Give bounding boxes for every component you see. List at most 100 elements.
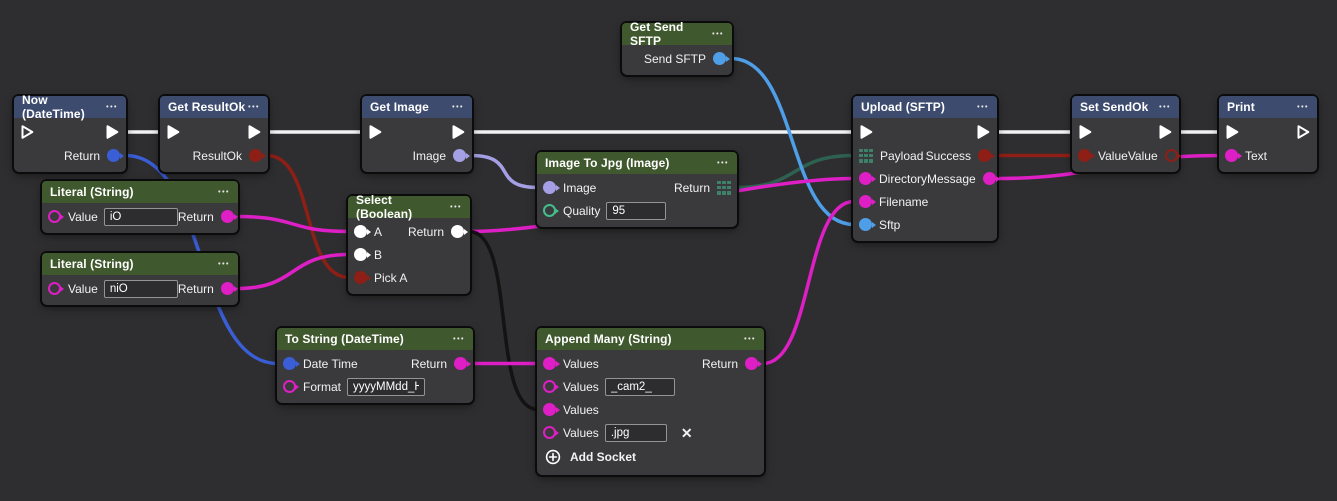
- node-getResultOk[interactable]: Get ResultOk••• ResultOk: [160, 96, 268, 172]
- node-header[interactable]: Literal (String)•••: [42, 181, 238, 203]
- values-input-pin[interactable]: [543, 426, 559, 439]
- node-menu-button[interactable]: •••: [248, 103, 260, 111]
- return-output-pin[interactable]: [717, 180, 731, 195]
- values-field[interactable]: [604, 377, 675, 396]
- format-field[interactable]: [347, 377, 426, 396]
- flow-in-pin[interactable]: [1225, 124, 1240, 140]
- node-literal2[interactable]: Literal (String)•••ValueReturn: [42, 253, 238, 305]
- filename-input-pin[interactable]: [859, 195, 876, 208]
- node-menu-button[interactable]: •••: [977, 103, 989, 111]
- values-input-pin[interactable]: [543, 380, 559, 393]
- node-menu-button[interactable]: •••: [106, 103, 118, 111]
- flow-out-pin[interactable]: [451, 124, 466, 140]
- node-header[interactable]: Append Many (String)•••: [537, 328, 764, 350]
- wire-select-to-appendMany[interactable]: [467, 229, 540, 412]
- node-now[interactable]: Now (DateTime)••• Return: [14, 93, 126, 172]
- node-getSendSftp[interactable]: Get Send SFTP•••Send SFTP: [622, 20, 732, 75]
- node-header[interactable]: Upload (SFTP)•••: [853, 96, 997, 118]
- wire-getResultOk-to-select[interactable]: [265, 153, 351, 280]
- node-menu-button[interactable]: •••: [218, 188, 230, 196]
- value-input-pin[interactable]: [48, 282, 64, 295]
- return-output-pin[interactable]: [220, 282, 238, 295]
- payload-input-pin[interactable]: [859, 148, 873, 163]
- values-field[interactable]: [604, 423, 667, 442]
- wire-literal1-to-select[interactable]: [235, 214, 351, 234]
- delete-socket-icon[interactable]: ✕: [680, 424, 693, 441]
- flow-out-pin[interactable]: [1296, 124, 1311, 140]
- node-print[interactable]: Print••• Text: [1219, 96, 1317, 172]
- wire-appendMany-to-upload[interactable]: [761, 199, 856, 366]
- flow-out-pin[interactable]: [247, 124, 262, 140]
- wire-getImage-to-imageToJpg[interactable]: [469, 153, 540, 190]
- directory-input-pin[interactable]: [859, 172, 876, 185]
- node-menu-button[interactable]: •••: [744, 335, 756, 343]
- return-output-pin[interactable]: [220, 210, 238, 223]
- return-output-pin[interactable]: [454, 357, 471, 370]
- quality-input-pin[interactable]: [543, 204, 559, 217]
- date-time-input-pin[interactable]: [283, 357, 300, 370]
- values-input-pin[interactable]: [543, 403, 560, 416]
- pick-a-input-pin[interactable]: [354, 271, 371, 284]
- a-input-pin[interactable]: [354, 225, 371, 238]
- flow-in-pin[interactable]: [368, 124, 383, 140]
- image-output-pin[interactable]: [453, 149, 470, 162]
- value-field[interactable]: [103, 207, 178, 226]
- node-header[interactable]: Get Send SFTP•••: [622, 20, 732, 48]
- return-output-pin[interactable]: [107, 149, 124, 162]
- b-input-pin[interactable]: [354, 248, 371, 261]
- values-input-pin[interactable]: [543, 357, 560, 370]
- flow-in-pin[interactable]: [166, 124, 181, 140]
- node-header[interactable]: Get ResultOk•••: [160, 96, 268, 118]
- node-menu-button[interactable]: •••: [218, 260, 230, 268]
- node-menu-button[interactable]: •••: [453, 335, 465, 343]
- return-output-pin[interactable]: [451, 225, 468, 238]
- node-menu-button[interactable]: •••: [1159, 103, 1171, 111]
- return-output-pin[interactable]: [745, 357, 762, 370]
- flow-out-pin[interactable]: [1158, 124, 1173, 140]
- wire-getSendSftp-to-upload[interactable]: [729, 56, 856, 227]
- pin-label: Values: [563, 356, 599, 371]
- node-header[interactable]: Literal (String)•••: [42, 253, 238, 275]
- resultok-output-pin[interactable]: [249, 149, 266, 162]
- node-menu-button[interactable]: •••: [1297, 103, 1309, 111]
- message-output-pin[interactable]: [982, 172, 1000, 185]
- value-input-pin[interactable]: [48, 210, 64, 223]
- flow-in-pin[interactable]: [1078, 124, 1093, 140]
- format-input-pin[interactable]: [283, 380, 299, 393]
- wire-literal2-to-select[interactable]: [235, 252, 351, 291]
- sftp-input-pin[interactable]: [859, 218, 876, 231]
- node-header[interactable]: Select (Boolean)•••: [348, 193, 470, 221]
- success-output-pin[interactable]: [978, 149, 995, 162]
- node-header[interactable]: Image To Jpg (Image)•••: [537, 152, 737, 174]
- node-header[interactable]: Print•••: [1219, 96, 1317, 118]
- value-input-pin[interactable]: [1078, 149, 1095, 162]
- node-header[interactable]: Get Image•••: [362, 96, 472, 118]
- value-field[interactable]: [103, 279, 178, 298]
- flow-in-pin[interactable]: [20, 124, 35, 140]
- quality-field[interactable]: [606, 201, 667, 220]
- node-getImage[interactable]: Get Image••• Image: [362, 96, 472, 172]
- image-input-pin[interactable]: [543, 181, 560, 194]
- node-menu-button[interactable]: •••: [450, 203, 462, 211]
- flow-out-pin[interactable]: [105, 124, 120, 140]
- node-header[interactable]: To String (DateTime)•••: [277, 328, 473, 350]
- node-menu-button[interactable]: •••: [712, 30, 724, 38]
- flow-in-pin[interactable]: [859, 124, 874, 140]
- text-input-pin[interactable]: [1225, 149, 1242, 162]
- node-menu-button[interactable]: •••: [452, 103, 464, 111]
- node-menu-button[interactable]: •••: [717, 159, 729, 167]
- add-socket-button[interactable]: Add Socket: [545, 449, 636, 465]
- node-literal1[interactable]: Literal (String)•••ValueReturn: [42, 181, 238, 233]
- node-header[interactable]: Now (DateTime)•••: [14, 93, 126, 121]
- send-sftp-output-pin[interactable]: [713, 52, 730, 65]
- flow-out-pin[interactable]: [976, 124, 991, 140]
- node-header[interactable]: Set SendOk•••: [1072, 96, 1179, 118]
- value-output-pin[interactable]: [1164, 149, 1181, 162]
